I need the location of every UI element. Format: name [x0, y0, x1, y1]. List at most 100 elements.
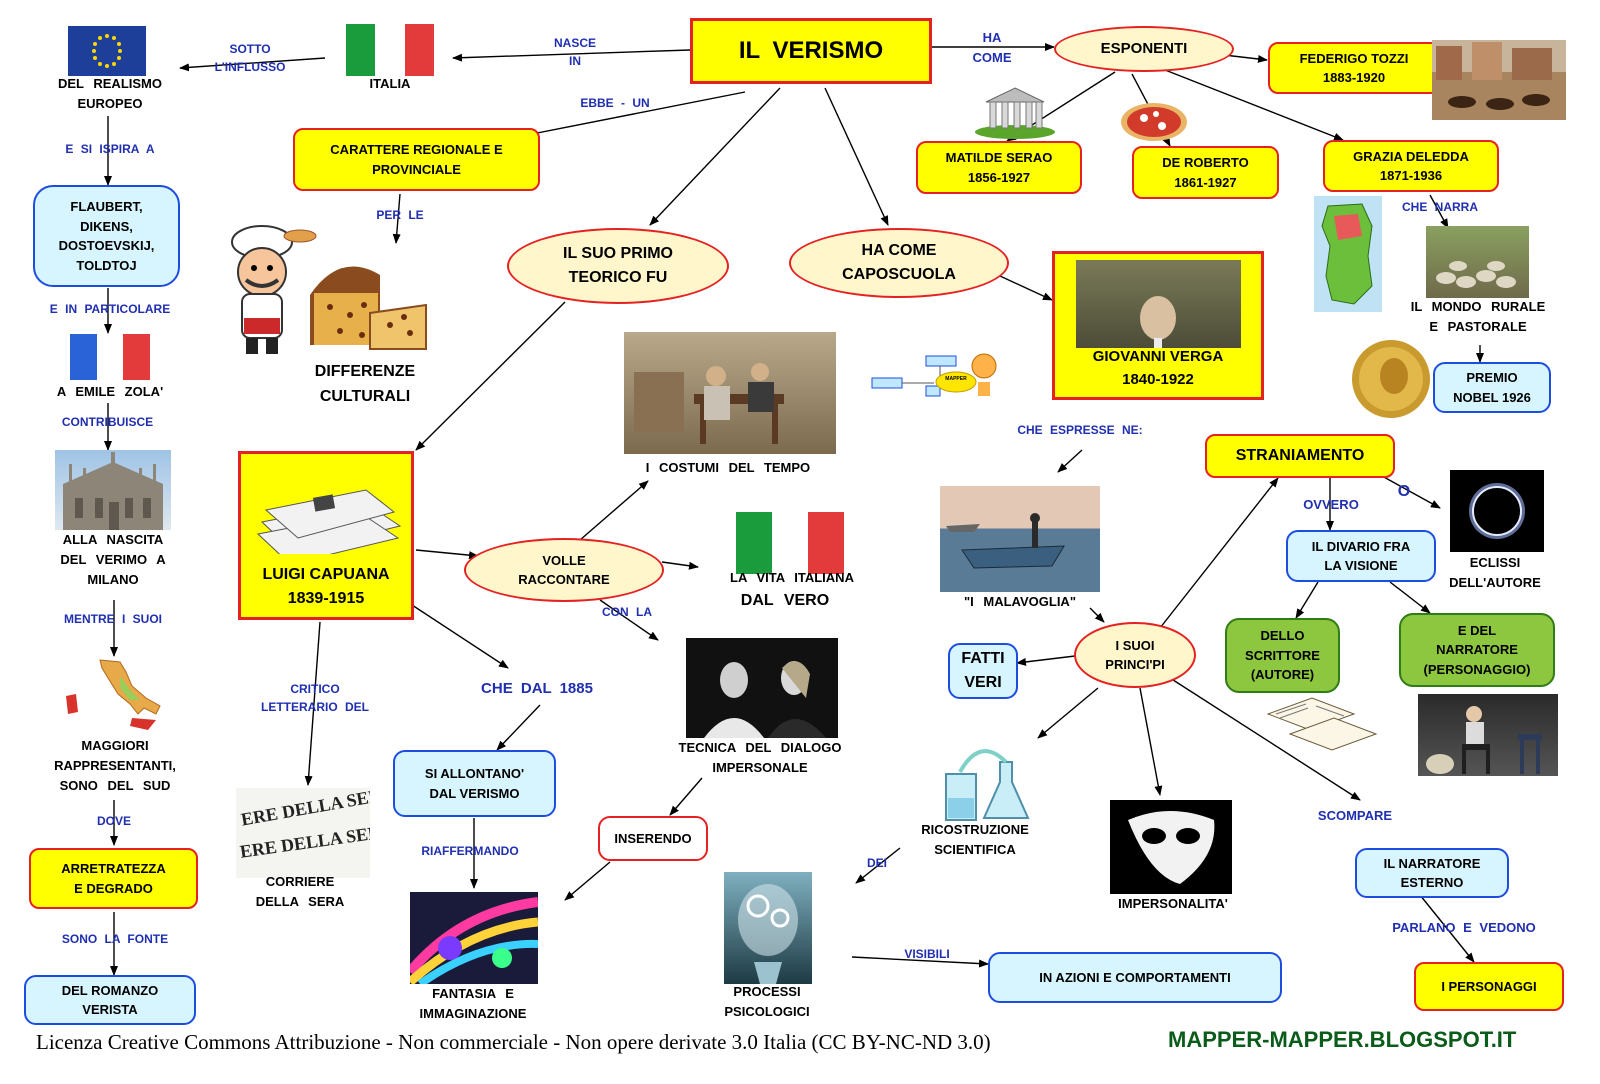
processi-label: PROCESSI PSICOLOGICI: [724, 984, 810, 1020]
mapper-robot-icon: MAPPER: [870, 352, 1020, 407]
fatti-node: FATTI VERI: [948, 643, 1018, 699]
arrow-teorico-capuana: [415, 301, 566, 451]
zola-label: A EMILE ZOLA': [56, 384, 164, 399]
arrow-straniamento-eclissi: [1381, 475, 1441, 509]
costumi-label: I COSTUMI DEL TEMPO: [645, 460, 811, 475]
sardinia-map-icon: [1314, 196, 1382, 312]
blog-link[interactable]: MAPPER-MAPPER.BLOGSPOT.IT: [1168, 1027, 1517, 1052]
arrow-capuana-critico: [304, 621, 321, 786]
arrow-deledda-mondo: [1429, 194, 1449, 229]
arrow-principi-impersonalita: [1139, 687, 1163, 796]
arrow-malavoglia-principi: [1089, 607, 1105, 623]
arrow-principi-fatti: [1016, 655, 1076, 666]
arrow-title-italia: [452, 49, 691, 62]
scrittore-node: DELLO SCRITTORE (AUTORE): [1225, 618, 1340, 693]
serao-node: MATILDE SERAO 1856-1927: [916, 141, 1082, 194]
flag-italy-vero-icon: [736, 512, 844, 574]
inserendo-node: INSERENDO: [598, 816, 708, 861]
link-dei: DEI: [866, 856, 887, 870]
vita-label: LA VITA ITALIANA: [730, 570, 854, 585]
flag-italy-icon: [346, 24, 434, 76]
link-che-dal: CHE DAL 1885: [481, 680, 593, 697]
allontano-node: SI ALLONTANO' DAL VERISMO: [393, 750, 556, 817]
link-in-particolare: E IN PARTICOLARE: [49, 302, 171, 316]
tozzi-node: FEDERIGO TOZZI 1883-1920: [1268, 42, 1440, 94]
narratore-esterno-node: IL NARRATORE ESTERNO: [1355, 848, 1509, 898]
principi-oval: I SUOI PRINCI'PI: [1074, 622, 1196, 688]
impersonalita-label: IMPERSONALITA': [1118, 896, 1228, 911]
link-ovvero: OVVERO: [1303, 497, 1359, 512]
nascita-label: ALLA NASCITA DEL VERIMO A MILANO: [60, 532, 166, 588]
link-sotto: SOTTO L'INFLUSSO: [214, 42, 286, 74]
panettone-icon: [300, 245, 432, 355]
arretratezza-node: ARRETRATEZZA E DEGRADO: [29, 848, 198, 909]
volle-oval: VOLLE RACCONTARE: [464, 538, 664, 602]
nobel-medal-icon: [1350, 338, 1432, 420]
realismo-label: DEL REALISMO EUROPEO: [58, 76, 162, 112]
link-dove: DOVE: [96, 814, 131, 828]
arrow-verga-malavoglia: [1057, 449, 1083, 473]
head-gears-icon: [724, 872, 812, 984]
link-o: O: [1397, 483, 1411, 500]
arrow-capuana-allontano: [411, 604, 509, 669]
mapper-label: MAPPER: [945, 376, 967, 382]
arrow-volle-vita: [661, 561, 699, 570]
malavoglia-label: "I MALAVOGLIA": [964, 594, 1076, 609]
link-scompare: SCOMPARE: [1317, 808, 1393, 823]
palio-horses-icon: [1432, 40, 1566, 120]
stage-actor-icon: [1418, 694, 1558, 776]
arrow-principi-ricostruzione: [1037, 687, 1099, 739]
capuana-label: LUIGI CAPUANA 1839-1915: [262, 566, 390, 607]
capuana-node: LUIGI CAPUANA 1839-1915: [238, 451, 414, 620]
title-node: IL VERISMO: [690, 18, 932, 84]
flag-france-icon: [70, 334, 151, 380]
link-contribuisce: CONTRIBUISCE: [61, 415, 154, 429]
divario-node: IL DIVARIO FRA LA VISIONE: [1286, 530, 1436, 582]
arrow-narratore-personaggi: [1419, 894, 1475, 963]
link-per-le: PER LE: [376, 208, 424, 222]
eclipse-icon: [1450, 470, 1544, 552]
arrow-volle-tecnica: [599, 599, 659, 641]
link-visibili: VISIBILI: [904, 947, 950, 961]
teorico-oval: IL SUO PRIMO TEORICO FU: [507, 228, 729, 304]
verga-label: GIOVANNI VERGA 1840-1922: [1092, 348, 1224, 388]
painting-costumi-icon: [624, 332, 836, 454]
link-che-narra: CHE NARRA: [1402, 200, 1478, 214]
arrow-carattere-differenze: [392, 193, 401, 244]
fantasia-label: FANTASIA E IMMAGINAZIONE: [419, 986, 527, 1022]
arrow-divario-narratore: [1389, 581, 1431, 614]
svg-text:ERE DELLA SERA: ERE DELLA SERA: [239, 788, 370, 830]
arrow-title-teorico: [649, 87, 781, 226]
link-riaffermando: RIAFFERMANDO: [421, 844, 519, 858]
actors-dialogue-icon: [686, 638, 838, 738]
differenze-label: DIFFERENZE CULTURALI: [314, 363, 416, 405]
tecnica-label: TECNICA DEL DIALOGO IMPERSONALE: [678, 740, 842, 776]
arrow-title-caposcuola: [824, 87, 889, 226]
link-si-ispira: E SI ISPIRA A: [65, 142, 155, 156]
arrow-tecnica-inserendo: [669, 777, 703, 816]
link-critico: CRITICO LETTERARIO DEL: [261, 682, 369, 714]
eclissi-label: ECLISSI DELL'AUTORE: [1449, 555, 1541, 591]
mondo-label: IL MONDO RURALE E PASTORALE: [1410, 299, 1546, 335]
corriere-label: CORRIERE DELLA SERA: [255, 874, 345, 910]
link-sono-fonte: SONO LA FONTE: [61, 932, 169, 946]
theater-mask-icon: [1110, 800, 1232, 894]
arrow-volle-costumi: [579, 480, 649, 541]
esponenti-oval: ESPONENTI: [1054, 26, 1234, 72]
arrow-title-carattere: [521, 91, 746, 139]
flaubert-node: FLAUBERT, DIKENS, DOSTOEVSKIJ, TOLDTOJ: [33, 185, 180, 287]
romanzo-node: DEL ROMANZO VERISTA: [24, 975, 196, 1025]
arrow-principi-scompare: [1169, 677, 1361, 801]
arrow-processi-azioni: [851, 956, 989, 968]
deroberto-node: DE ROBERTO 1861-1927: [1132, 146, 1279, 199]
arrow-italia-realismo: [179, 57, 326, 72]
italy-map-icon: [60, 656, 180, 734]
ricostruzione-label: RICOSTRUZIONE SCIENTIFICA: [921, 822, 1029, 858]
deledda-node: GRAZIA DELEDDA 1871-1936: [1323, 140, 1499, 192]
personaggi-node: I PERSONAGGI: [1414, 962, 1564, 1011]
pizza-icon: [1118, 100, 1190, 144]
link-parlano: PARLANO E VEDONO: [1392, 920, 1536, 935]
arrow-principi-straniamento: [1159, 477, 1279, 629]
